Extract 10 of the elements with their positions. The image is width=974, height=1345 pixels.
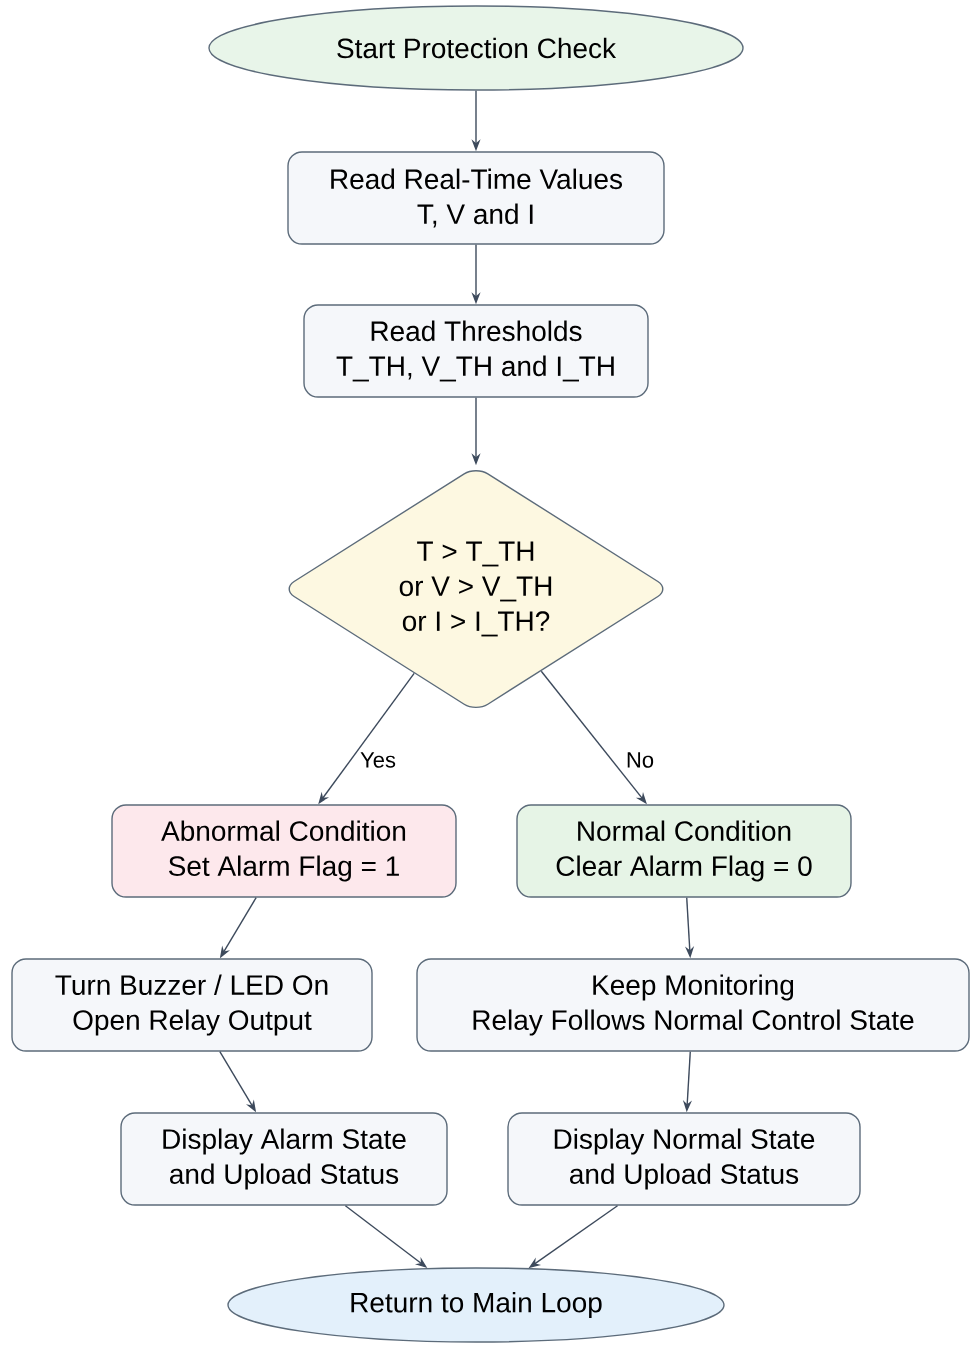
process-box: Read Thresholds T_TH, V_TH and I_TH	[303, 304, 649, 398]
process-box: Display Alarm State and Upload Status	[120, 1112, 448, 1206]
process-box: Display Normal State and Upload Status	[507, 1112, 861, 1206]
process-box: Keep Monitoring Relay Follows Normal Control State	[416, 958, 970, 1052]
process-box: Read Real-Time Values T, V and I	[287, 151, 665, 245]
edge-label: No	[624, 751, 656, 769]
process-box: Normal Condition Clear Alarm Flag = 0	[516, 804, 852, 898]
process-box: Turn Buzzer / LED On Open Relay Output	[11, 958, 373, 1052]
edge-label: Yes	[359, 751, 397, 769]
process-box: Abnormal Condition Set Alarm Flag = 1	[111, 804, 457, 898]
